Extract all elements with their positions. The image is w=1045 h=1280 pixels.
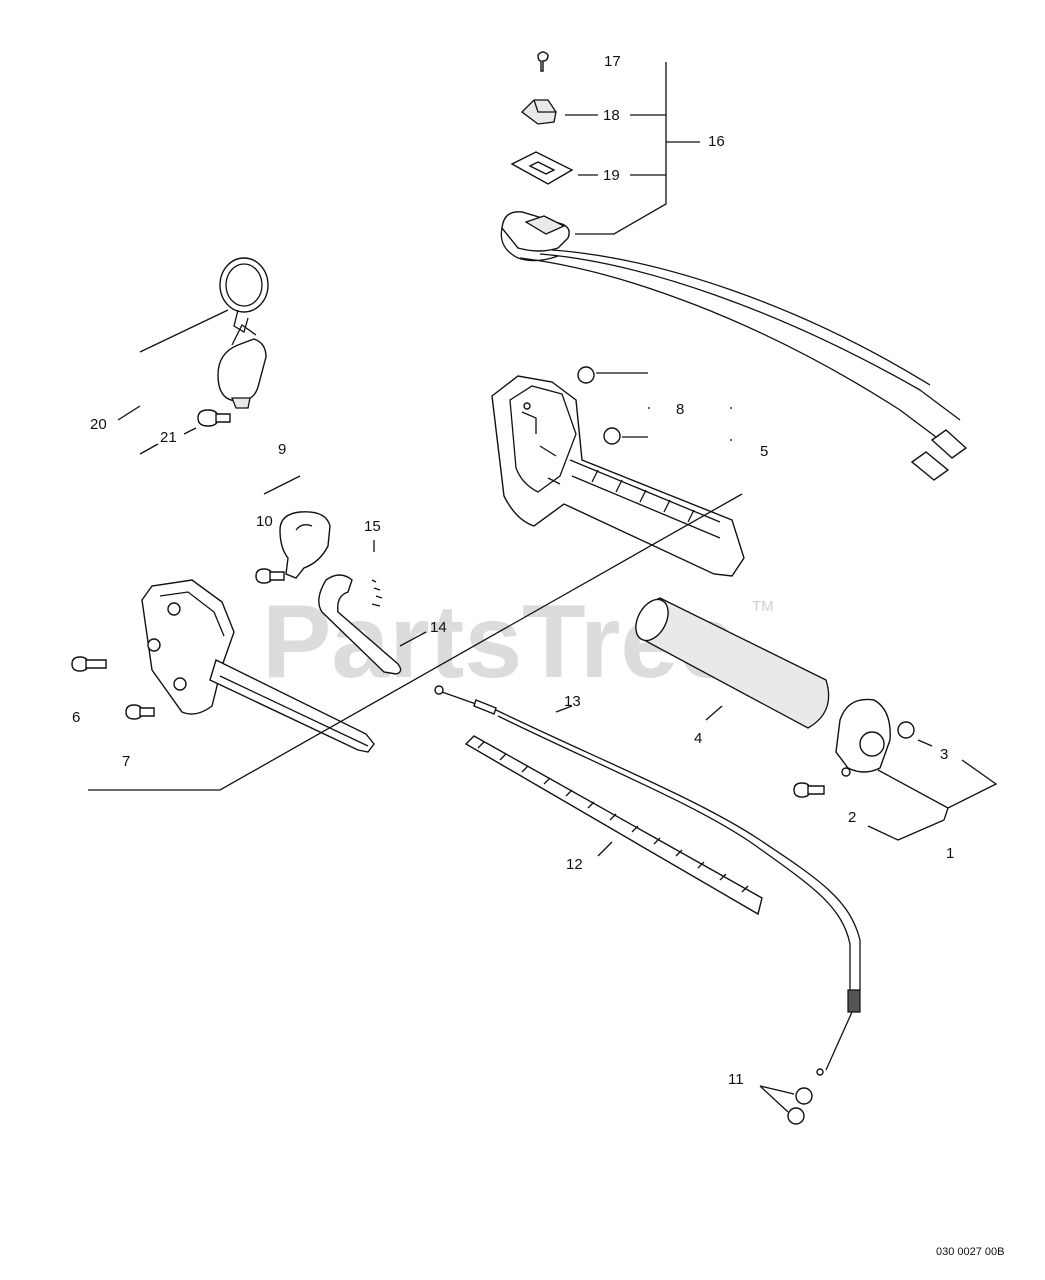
label-17: 17	[604, 53, 621, 70]
leader-21b	[183, 427, 197, 435]
part-4-grip[interactable]	[629, 594, 830, 729]
label-20: 20	[90, 416, 107, 433]
label-5: 5	[760, 443, 768, 460]
label-16: 16	[708, 133, 725, 150]
bracket-16-branches	[630, 114, 700, 176]
part-11-balls[interactable]	[787, 1087, 813, 1125]
leader-13	[555, 705, 573, 713]
label-4: 4	[694, 730, 702, 747]
part-10-screw[interactable]	[255, 568, 285, 584]
label-18: 18	[603, 107, 620, 124]
label-12: 12	[566, 856, 583, 873]
label-13: 13	[564, 693, 581, 710]
label-10: 10	[256, 513, 273, 530]
label-3: 3	[940, 746, 948, 763]
part-19-gasket[interactable]	[510, 151, 574, 185]
drawing-code: 030 0027 00B	[936, 1246, 1005, 1258]
part-1-clamp[interactable]	[835, 698, 891, 777]
leader-4	[705, 705, 723, 721]
watermark-tm: TM	[752, 598, 774, 615]
label-2: 2	[848, 809, 856, 826]
label-8: 8	[676, 401, 684, 418]
part-8-balls[interactable]	[577, 366, 621, 445]
part-5-handle-housing[interactable]	[491, 375, 745, 577]
label-15: 15	[364, 518, 381, 535]
part-15-spring[interactable]	[371, 579, 383, 607]
leader-9	[263, 475, 301, 495]
label-11: 11	[728, 1071, 744, 1088]
part-3-ball[interactable]	[897, 721, 915, 739]
leader-3	[917, 739, 933, 747]
label-19: 19	[603, 167, 620, 184]
part-20-stop-switch[interactable]	[217, 257, 269, 409]
bracket-1	[877, 759, 998, 809]
part-10-trigger[interactable]	[279, 511, 331, 579]
part-21-screw[interactable]	[197, 409, 231, 427]
label-14: 14	[430, 619, 447, 636]
part-2-screw[interactable]	[793, 782, 825, 798]
bracket-16	[575, 62, 667, 235]
part-14-lever[interactable]	[318, 574, 402, 675]
label-1: 1	[946, 845, 954, 862]
part-12-conduit[interactable]	[464, 735, 763, 916]
label-9: 9	[278, 441, 286, 458]
bracket-1b	[867, 807, 949, 841]
part-6-screw[interactable]	[71, 656, 107, 672]
leader-21	[139, 443, 159, 455]
callout-labels: 17 18 16 19 8 5 20 21 9 10 15 14 6 7 13 …	[72, 53, 954, 1088]
leader-11	[759, 1085, 795, 1113]
part-18-block[interactable]	[521, 99, 557, 125]
part-17-pin[interactable]	[537, 51, 549, 72]
part-5-throttle-housing[interactable]	[141, 579, 375, 753]
leader-20	[117, 405, 141, 421]
leader-14	[399, 631, 427, 647]
part-7-screw[interactable]	[125, 704, 155, 720]
part-16-switch-harness[interactable]	[500, 211, 968, 481]
label-7: 7	[122, 753, 130, 770]
label-6: 6	[72, 709, 80, 726]
part-13-cable[interactable]	[434, 685, 861, 1076]
label-21: 21	[160, 429, 177, 446]
leader-5	[88, 493, 743, 791]
leader-20-ring	[139, 309, 229, 353]
leader-12	[597, 841, 613, 857]
